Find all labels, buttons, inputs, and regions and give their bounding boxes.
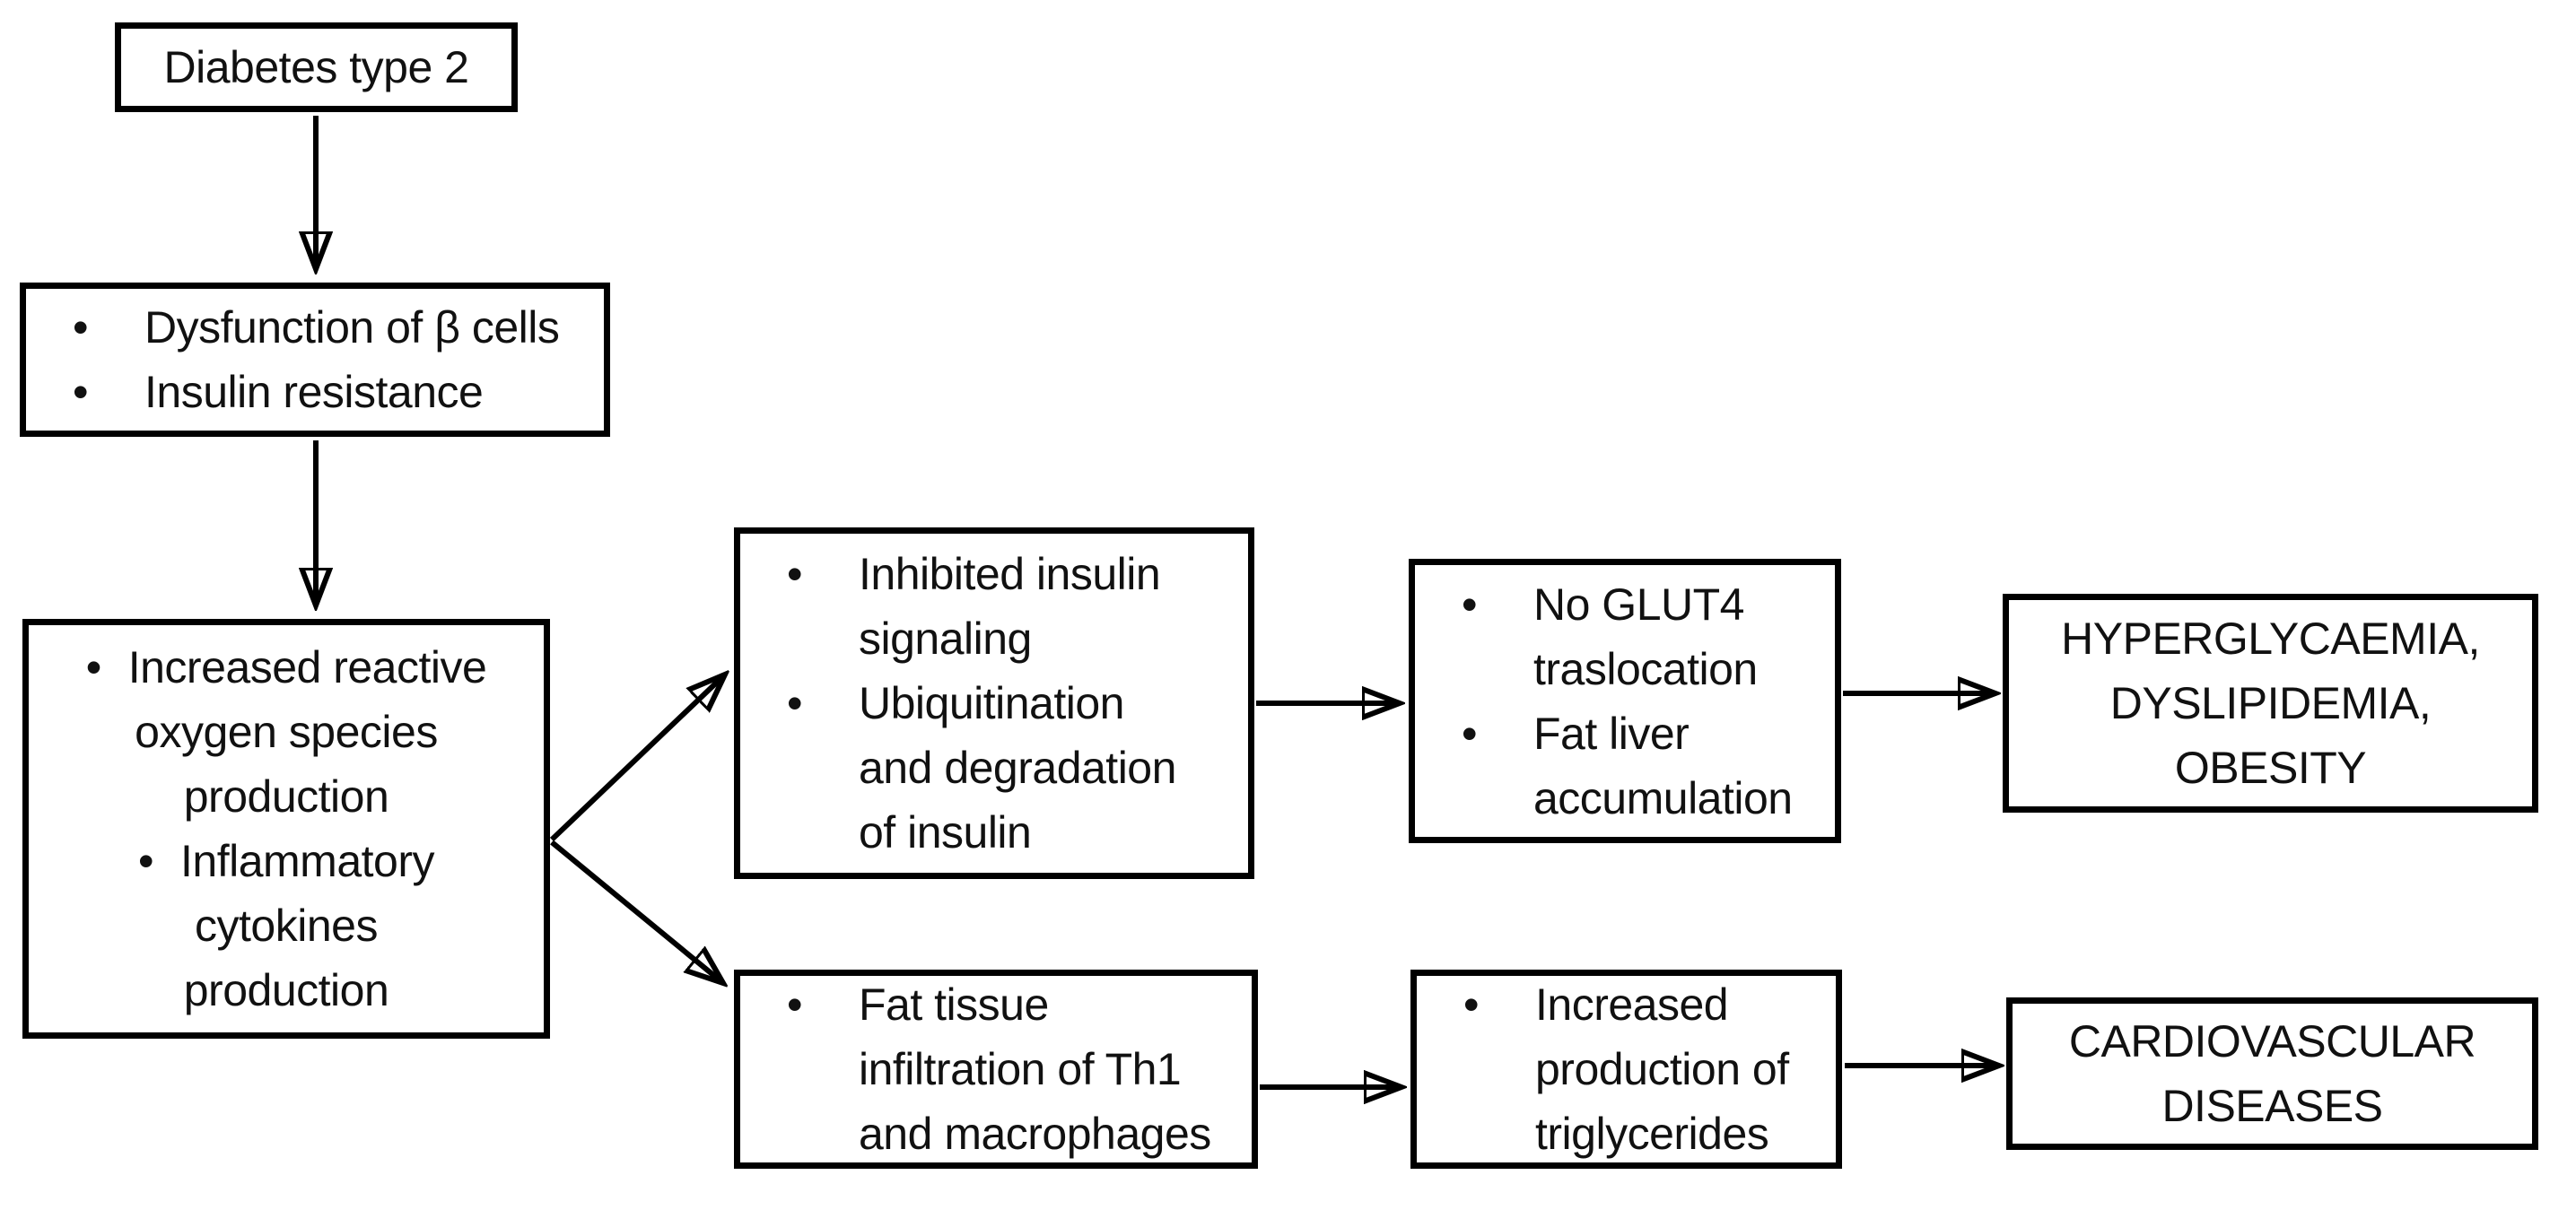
bullet-icon: • [85, 642, 102, 692]
node-label: OBESITY [2174, 743, 2367, 793]
bullet-icon: • [1462, 579, 1478, 630]
bullet-item: • Increased reactive [86, 635, 487, 700]
node-label: HYPERGLYCAEMIA, [2061, 614, 2480, 664]
bullet-item: • Fat tissue infiltration of Th1 and mac… [776, 972, 1246, 1166]
bullet-text: Increased [1535, 979, 1729, 1030]
bullet-text: production [183, 965, 389, 1015]
node-triglycerides: • Increased production of triglycerides [1410, 970, 1842, 1169]
arrow-ros-to-insulin-signaling [549, 675, 725, 842]
bullet-item: • Increased production of triglycerides [1453, 972, 1830, 1166]
bullet-text: accumulation [1533, 772, 1793, 823]
bullet-text: Insulin resistance [144, 367, 484, 417]
arrow-ros-to-fat-tissue [550, 840, 723, 983]
bullet-text: Inflammatory [180, 836, 434, 886]
bullet-item: • Fat liver accumulation [1451, 701, 1829, 831]
bullet-text: cytokines [195, 901, 378, 951]
bullet-icon: • [73, 367, 89, 417]
bullet-item: • Insulin resistance [62, 360, 598, 424]
bullet-item: • Dysfunction of β cells [62, 295, 598, 360]
bullet-text: production [183, 771, 389, 822]
node-fat-tissue-infiltration: • Fat tissue infiltration of Th1 and mac… [734, 970, 1258, 1169]
bullet-text: Fat tissue [859, 979, 1049, 1030]
bullet-text: infiltration of Th1 [859, 1044, 1182, 1094]
node-label: DYSLIPIDEMIA, [2109, 678, 2432, 728]
bullet-icon: • [787, 678, 803, 728]
node-cardiovascular-diseases: CARDIOVASCULAR DISEASES [2006, 997, 2538, 1150]
bullet-icon: • [1463, 979, 1480, 1030]
node-label: DISEASES [2161, 1081, 2383, 1131]
bullet-text: oxygen species [135, 707, 438, 757]
bullet-text: traslocation [1533, 643, 1758, 694]
bullet-icon: • [73, 302, 89, 353]
bullet-item: • Inflammatory [138, 829, 434, 893]
bullet-text: and degradation [859, 743, 1176, 793]
bullet-text: of insulin [859, 807, 1032, 857]
bullet-item: • Ubiquitination and degradation of insu… [776, 671, 1243, 865]
bullet-text: Ubiquitination [859, 678, 1124, 728]
bullet-icon: • [138, 836, 154, 886]
bullet-text: production of [1535, 1044, 1789, 1094]
node-insulin-signaling: • Inhibited insulin signaling • Ubiquiti… [734, 527, 1254, 879]
bullet-icon: • [787, 549, 803, 599]
node-label: Diabetes type 2 [163, 42, 469, 92]
bullet-text: Increased reactive [127, 642, 487, 692]
bullet-icon: • [787, 979, 803, 1030]
bullet-text: Dysfunction of β cells [144, 302, 560, 353]
bullet-text: Inhibited insulin [859, 549, 1161, 599]
node-beta-cell-dysfunction: • Dysfunction of β cells • Insulin resis… [20, 283, 610, 437]
bullet-text: Fat liver [1533, 708, 1690, 759]
node-glut4-fat-liver: • No GLUT4 traslocation • Fat liver accu… [1409, 559, 1841, 843]
node-ros-inflammation: • Increased reactive oxygen species produ… [22, 619, 550, 1039]
bullet-text: signaling [859, 614, 1032, 664]
bullet-icon: • [1462, 708, 1478, 759]
bullet-item: • Inhibited insulin signaling [776, 542, 1243, 671]
node-diabetes-type-2: Diabetes type 2 [115, 22, 518, 112]
bullet-text: and macrophages [859, 1109, 1211, 1159]
node-hyperglycaemia-outcomes: HYPERGLYCAEMIA, DYSLIPIDEMIA, OBESITY [2003, 594, 2538, 813]
bullet-text: triglycerides [1535, 1109, 1769, 1159]
bullet-item: • No GLUT4 traslocation [1451, 572, 1829, 701]
bullet-text: No GLUT4 [1533, 579, 1744, 630]
node-label: CARDIOVASCULAR [2068, 1016, 2476, 1066]
